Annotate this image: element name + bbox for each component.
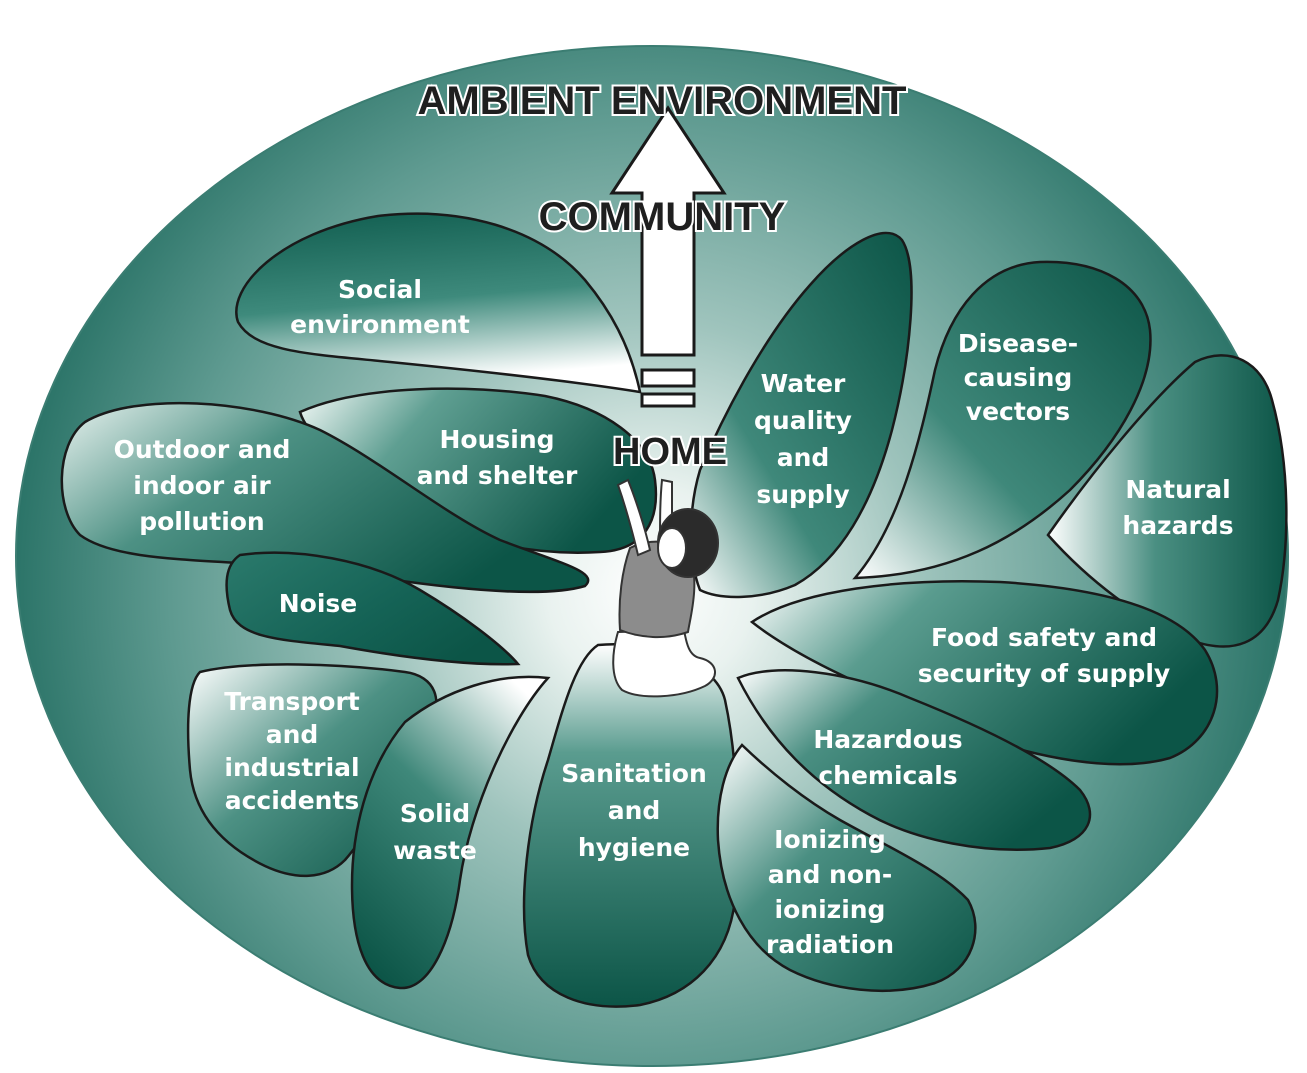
petal-solid-waste: [350, 675, 551, 990]
petal-label-line: hazards: [1122, 511, 1233, 540]
petal-label-line: industrial: [224, 753, 359, 782]
petal-label-line: Social: [338, 275, 422, 304]
petal-label-line: Hazardous: [813, 725, 962, 754]
child-figure: [612, 478, 719, 698]
child-face: [657, 527, 687, 569]
petal-label-air: Outdoor and indoor air pollution: [114, 435, 291, 536]
petal-sanitation-and-hygiene: [522, 643, 739, 1008]
community-label: COMMUNITY: [539, 195, 786, 239]
child-arm-left: [616, 478, 652, 557]
petal-label-line: vectors: [966, 397, 1070, 426]
upward-arrow: [609, 105, 727, 408]
petal-label-line: Solid: [400, 799, 470, 828]
petal-outdoor-indoor-air-pollution: [60, 401, 590, 594]
petal-label-line: and non-: [768, 860, 892, 889]
petal-label-transport: Transport and industrial accidents: [224, 687, 360, 815]
petal-label-line: and: [777, 443, 830, 472]
petal-label-line: radiation: [766, 930, 894, 959]
petal-label-line: environment: [290, 310, 470, 339]
child-legs: [612, 628, 716, 698]
petal-label-water: Water quality and supply: [754, 369, 852, 509]
petal-label-line: Water: [761, 369, 846, 398]
petal-label-line: Natural: [1125, 475, 1230, 504]
petal-disease-causing-vectors: [852, 260, 1152, 580]
petal-label-line: indoor air: [133, 471, 271, 500]
petal-label-natural: Natural hazards: [1122, 475, 1233, 540]
petal-label-line: causing: [964, 363, 1073, 392]
petal-label-line: and: [266, 720, 319, 749]
petal-label-housing: Housing and shelter: [417, 425, 578, 490]
petal-hazardous-chemicals: [736, 669, 1092, 851]
petal-label-sanitation: Sanitation and hygiene: [561, 759, 707, 862]
petal-label-radiation: Ionizing and non-ionizing radiation: [766, 825, 894, 959]
petal-label-chemicals: Hazardous chemicals: [813, 725, 962, 790]
petal-label-line: Food safety and: [931, 623, 1157, 652]
petal-label-line: supply: [756, 480, 849, 509]
petal-label-solid: Solid waste: [393, 799, 477, 865]
petal-label-line: chemicals: [818, 761, 957, 790]
petal-label-line: Noise: [279, 589, 358, 618]
petal-label-social: Social environment: [290, 275, 470, 339]
petal-label-line: Disease-: [958, 329, 1078, 358]
petal-label-line: and shelter: [417, 461, 578, 490]
petal-label-line: accidents: [225, 786, 360, 815]
petal-label-line: Transport: [224, 687, 360, 716]
ambient-environment-title: AMBIENT ENVIRONMENT: [418, 79, 907, 123]
petal-label-line: security of supply: [918, 659, 1170, 688]
petal-social-environment: [235, 212, 642, 394]
home-label: HOME: [613, 431, 727, 473]
petal-label-line: Housing: [439, 425, 554, 454]
petal-label-noise: Noise: [279, 589, 358, 618]
petal-label-line: waste: [393, 836, 477, 865]
petal-label-vectors: Disease-causing vectors: [958, 329, 1078, 426]
petal-label-line: Sanitation: [561, 759, 707, 788]
petal-label-line: hygiene: [578, 833, 690, 862]
petal-label-line: pollution: [139, 507, 265, 536]
petal-label-line: and: [608, 796, 661, 825]
petal-label-line: ionizing: [775, 895, 886, 924]
petal-water-quality-and-supply: [689, 231, 913, 599]
petal-label-food: Food safety and security of supply: [918, 623, 1170, 688]
petal-ionizing-radiation: [716, 743, 977, 992]
petal-noise: [225, 551, 521, 666]
petal-label-line: Outdoor and: [114, 435, 291, 464]
petal-label-line: quality: [754, 406, 852, 435]
petal-label-line: Ionizing: [774, 825, 886, 854]
